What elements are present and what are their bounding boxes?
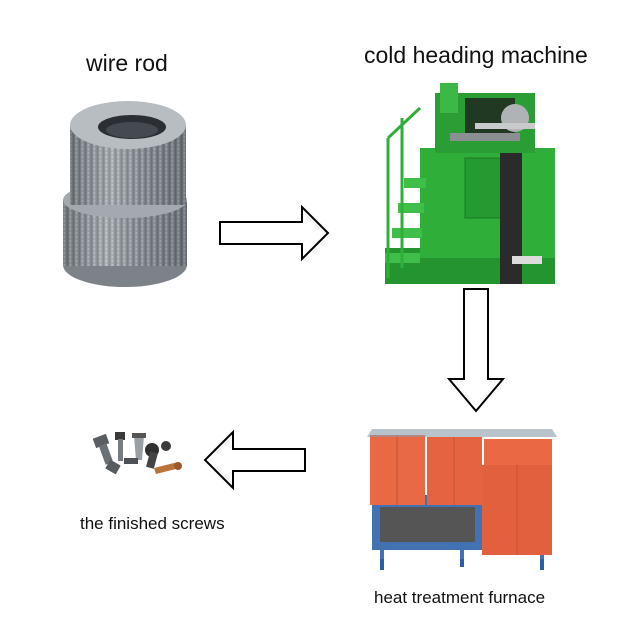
heat-treatment-furnace-image — [367, 429, 557, 570]
arrow-down — [446, 288, 506, 413]
arrow-left — [203, 429, 306, 491]
wire-rod-label: wire rod — [86, 50, 168, 76]
cold-heading-label: cold heading machine — [364, 42, 588, 68]
wire-rod-image — [63, 101, 187, 287]
finished-screws-label: the finished screws — [80, 514, 225, 533]
furnace-label: heat treatment furnace — [374, 588, 546, 607]
cold-heading-machine-image — [385, 83, 555, 284]
arrow-right — [219, 204, 330, 262]
finished-screws-image — [92, 432, 182, 475]
